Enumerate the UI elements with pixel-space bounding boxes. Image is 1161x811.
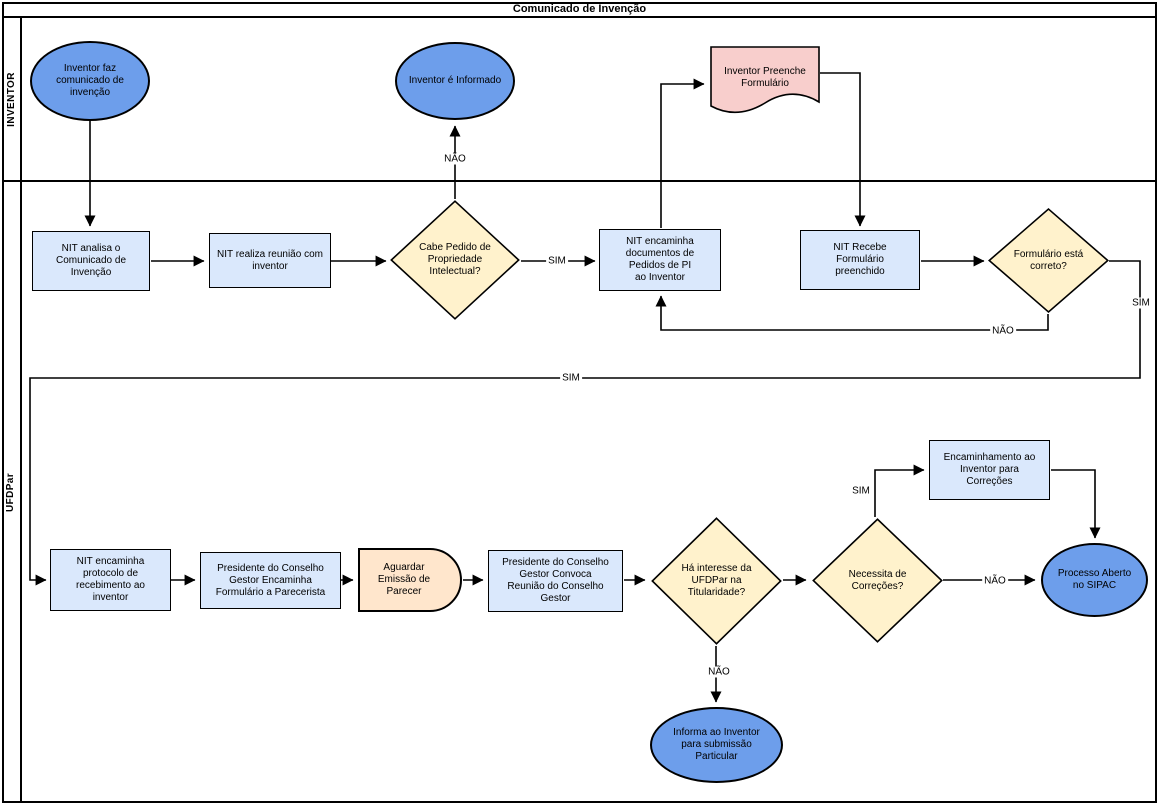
- pool-title: Comunicado de Invenção: [2, 2, 1157, 18]
- node-label: Presidente do Conselho Gestor Convoca Re…: [502, 557, 609, 604]
- pool-title-text: Comunicado de Invenção: [512, 3, 647, 15]
- lane-ufdpar-label: UFDPar: [5, 472, 17, 512]
- node-label: NIT encaminha documentos de Pedidos de P…: [625, 236, 695, 283]
- process-nit-encaminha-documentos: NIT encaminha documentos de Pedidos de P…: [599, 229, 721, 291]
- node-label: Processo Aberto no SIPAC: [1057, 568, 1132, 591]
- node-label: Presidente do Conselho Gestor Encaminha …: [215, 562, 326, 598]
- lane-inventor-label: INVENTOR: [5, 71, 17, 127]
- document-inventor-preenche-formulario: Inventor Preenche Formulário: [710, 46, 820, 118]
- delay-aguardar-emissao-parecer: Aguardar Emissão de Parecer: [358, 548, 462, 612]
- terminal-informa-inventor-submissao: Informa ao Inventor para submissão Parti…: [650, 707, 783, 783]
- node-label: Inventor faz comunicado de invenção: [56, 63, 124, 98]
- process-presidente-convoca-reuniao: Presidente do Conselho Gestor Convoca Re…: [488, 550, 623, 612]
- decision-formulario-correto: Formulário está correto?: [988, 208, 1109, 313]
- node-label: NIT analisa o Comunicado de Invenção: [55, 243, 127, 278]
- edge-label-nao-formulario: NÃO: [990, 325, 1016, 337]
- edge-label-sim-necessita: SIM: [850, 485, 872, 497]
- edge-label-sim-formulario: SIM: [1130, 297, 1152, 309]
- node-label: NIT Recebe Formulário preenchido: [833, 242, 887, 277]
- lane-inventor: INVENTOR: [2, 18, 20, 180]
- edge-label-nao-interesse: NÃO: [706, 666, 732, 678]
- decision-cabe-pedido-pi: Cabe Pedido de Propriedade Intelectual?: [390, 200, 520, 320]
- decision-necessita-correcoes: Necessita de Correções?: [812, 518, 943, 643]
- terminal-inventor-informado: Inventor é Informado: [395, 42, 515, 120]
- node-label: Aguardar Emissão de Parecer: [377, 562, 431, 597]
- node-label: Formulário está correto?: [1013, 248, 1084, 272]
- process-nit-analisa: NIT analisa o Comunicado de Invenção: [32, 231, 150, 291]
- node-label: Inventor Preenche Formulário: [724, 66, 806, 89]
- process-nit-recebe-formulario: NIT Recebe Formulário preenchido: [800, 230, 920, 290]
- lane-ufdpar: UFDPar: [2, 181, 20, 803]
- lane-label-divider: [20, 18, 22, 803]
- node-label: Informa ao Inventor para submissão Parti…: [673, 727, 760, 762]
- node-label: NIT encaminha protocolo de recebimento a…: [76, 556, 145, 603]
- process-nit-realiza-reuniao: NIT realiza reunião com inventor: [209, 233, 331, 288]
- edge-label-sim-cabe: SIM: [546, 255, 568, 267]
- lane-divider: [2, 180, 1157, 182]
- node-label: Encaminhamento ao Inventor para Correçõe…: [943, 452, 1036, 487]
- document-shape: [710, 46, 820, 118]
- node-label: Inventor é Informado: [408, 75, 502, 86]
- node-label: Há interesse da UFDPar na Titularidade?: [681, 563, 752, 598]
- terminal-inventor-faz-comunicado: Inventor faz comunicado de invenção: [30, 41, 150, 121]
- edge-label-nao-cabe: NÃO: [442, 153, 468, 165]
- process-nit-protocolo-recebimento: NIT encaminha protocolo de recebimento a…: [50, 549, 171, 611]
- terminal-processo-aberto-sipac: Processo Aberto no SIPAC: [1041, 543, 1148, 617]
- edge-label-sim-longo: SIM: [560, 372, 582, 384]
- process-encaminhamento-correcoes: Encaminhamento ao Inventor para Correçõe…: [929, 440, 1050, 500]
- process-presidente-encaminha-parecerista: Presidente do Conselho Gestor Encaminha …: [200, 552, 341, 609]
- edge-label-nao-necessita: NÃO: [982, 575, 1008, 587]
- decision-ha-interesse-titularidade: Há interesse da UFDPar na Titularidade?: [651, 517, 782, 645]
- node-label: Necessita de Correções?: [848, 568, 907, 592]
- node-label: Cabe Pedido de Propriedade Intelectual?: [419, 242, 491, 277]
- node-label: NIT realiza reunião com inventor: [217, 248, 323, 272]
